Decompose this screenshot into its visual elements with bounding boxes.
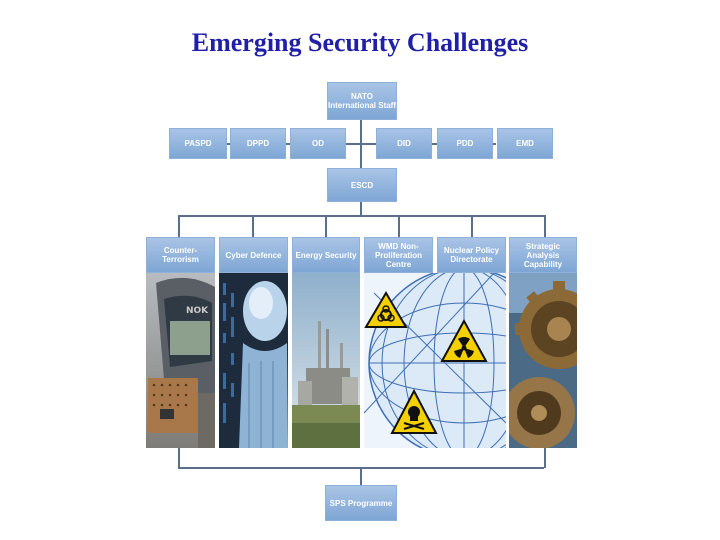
connector-bottom-right xyxy=(544,448,546,468)
unit-box-counter-terrorism: Counter-Terrorism xyxy=(146,237,215,273)
division-box-pdd: PDD xyxy=(437,128,493,159)
connector-unit-6 xyxy=(544,215,546,237)
radiation-icon xyxy=(440,318,488,362)
page-title: Emerging Security Challenges xyxy=(191,28,529,57)
unit-box-energy-security: Energy Security xyxy=(292,237,360,273)
division-box-dppd: DPPD xyxy=(230,128,286,159)
unit-box-strategic-analysis-capability: Strategic Analysis Capability xyxy=(509,237,577,273)
phone-brand-text: NOK xyxy=(186,306,209,316)
connector-unit-2 xyxy=(252,215,254,237)
connector-unit-3 xyxy=(325,215,327,237)
connector-unit-1 xyxy=(178,215,180,237)
division-box-paspd: PASPD xyxy=(169,128,227,159)
strategic-analysis-photo xyxy=(509,273,577,448)
connector-unit-5 xyxy=(471,215,473,237)
counter-terrorism-photo: NOK xyxy=(146,273,215,448)
nato-international-staff-box: NATO International Staff xyxy=(327,82,397,120)
connector-top-vertical xyxy=(360,120,362,168)
unit-box-cyber-defence: Cyber Defence xyxy=(219,237,288,273)
division-box-did: DID xyxy=(376,128,432,159)
cyber-defence-photo xyxy=(219,273,288,448)
division-box-od: OD xyxy=(290,128,346,159)
unit-box-nuclear-policy-directorate: Nuclear Policy Directorate xyxy=(437,237,506,273)
skull-crossbones-icon xyxy=(390,388,438,434)
connector-units-bus xyxy=(178,215,544,217)
connector-escd-down xyxy=(360,202,362,216)
connector-sps-up xyxy=(360,467,362,485)
biohazard-icon xyxy=(364,291,408,328)
connector-unit-4 xyxy=(398,215,400,237)
division-box-emd: EMD xyxy=(497,128,553,159)
unit-box-wmd-non-proliferation-centre: WMD Non-Proliferation Centre xyxy=(364,237,433,273)
energy-security-photo xyxy=(292,273,360,448)
escd-box: ESCD xyxy=(327,168,397,202)
globe-hazard-photo xyxy=(364,273,506,448)
sps-programme-box: SPS Programme xyxy=(325,485,397,521)
connector-bottom-left xyxy=(178,448,180,468)
